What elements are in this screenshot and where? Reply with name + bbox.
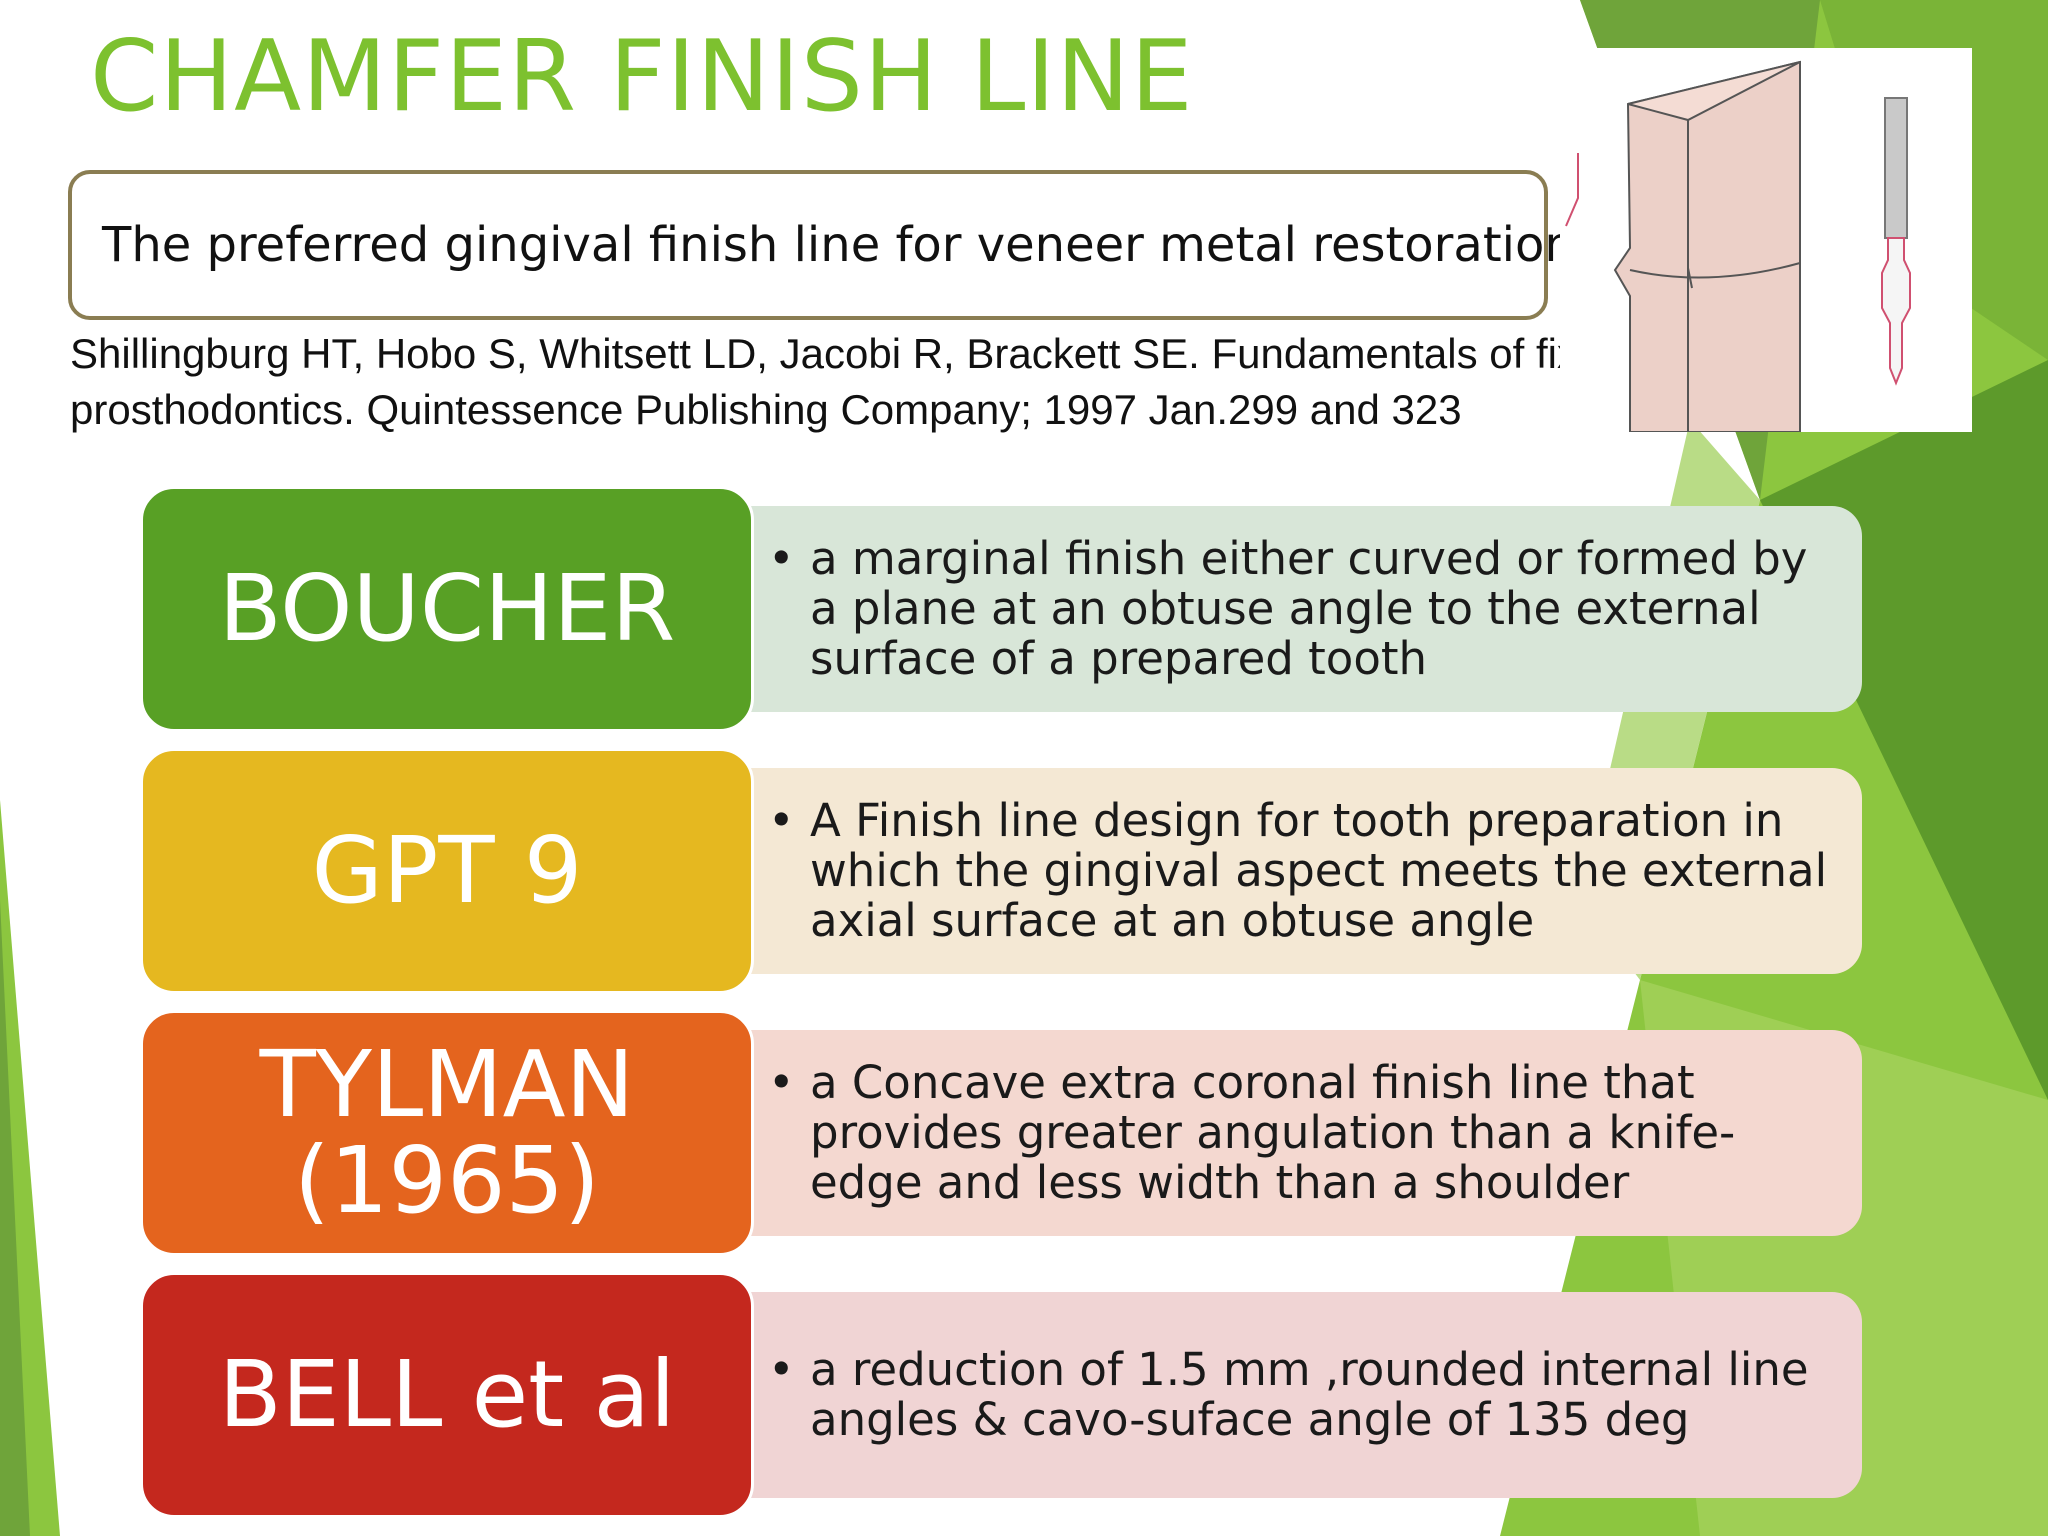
definition-text: A Finish line design for tooth preparati… bbox=[810, 794, 1828, 947]
callout-text: The preferred gingival finish line for v… bbox=[102, 217, 1575, 273]
definition-text: a marginal finish either curved or forme… bbox=[810, 532, 1808, 685]
source-label-tylman: TYLMAN (1965) bbox=[140, 1010, 754, 1256]
bullet-icon: • bbox=[768, 532, 795, 585]
source-label-bell: BELL et al bbox=[140, 1272, 754, 1518]
definition-text: a reduction of 1.5 mm ,rounded internal … bbox=[810, 1343, 1809, 1446]
definition-callout: The preferred gingival finish line for v… bbox=[68, 170, 1575, 320]
slide-title: CHAMFER FINISH LINE bbox=[90, 20, 1194, 134]
citation: Shillingburg HT, Hobo S, Whitsett LD, Ja… bbox=[70, 330, 1625, 433]
tooth-preparation-and-bur-illustration-icon bbox=[1560, 48, 1972, 432]
source-label-gpt9: GPT 9 bbox=[140, 748, 754, 994]
bullet-icon: • bbox=[768, 1056, 795, 1109]
definition-panel-gpt9: • A Finish line design for tooth preparat… bbox=[720, 768, 1862, 974]
definition-panel-bell: • a reduction of 1.5 mm ,rounded internal… bbox=[720, 1292, 1862, 1498]
bullet-icon: • bbox=[768, 1343, 795, 1396]
definition-panel-tylman: • a Concave extra coronal finish line tha… bbox=[720, 1030, 1862, 1236]
bullet-icon: • bbox=[768, 794, 795, 847]
source-label-boucher: BOUCHER bbox=[140, 486, 754, 732]
definition-text: a Concave extra coronal finish line that… bbox=[810, 1056, 1736, 1209]
definition-panel-boucher: • a marginal finish either curved or form… bbox=[720, 506, 1862, 712]
